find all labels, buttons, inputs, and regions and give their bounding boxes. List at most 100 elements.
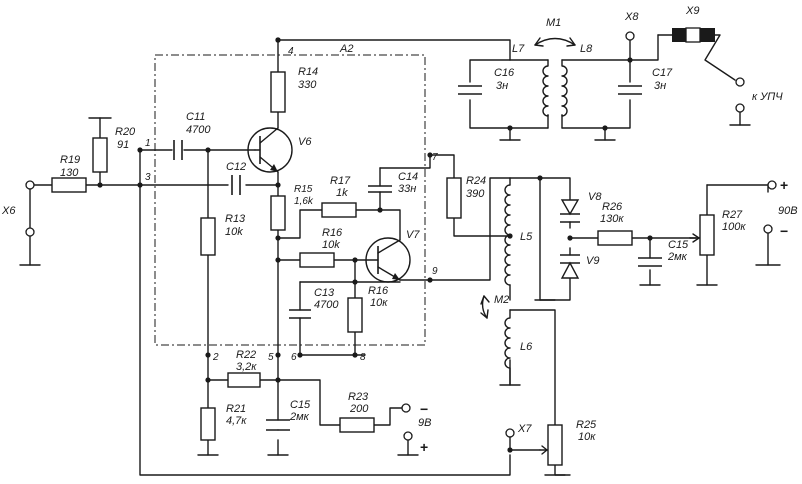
- r16b-value: 10к: [370, 297, 388, 309]
- r22-value: 3,2к: [236, 361, 257, 373]
- 9v-minus-terminal: [401, 403, 411, 413]
- r27-value: 100к: [722, 221, 746, 233]
- resistor-r15: R15 1,6k: [270, 184, 314, 231]
- inductor-l6: L6: [499, 309, 533, 386]
- inductor-l7: L7: [512, 43, 549, 117]
- r23-value: 200: [349, 403, 369, 415]
- c15a-value: 2мк: [289, 411, 310, 423]
- terminals: [25, 31, 777, 451]
- resistor-r26: R26 130к: [597, 201, 633, 246]
- r17-name: R17: [330, 175, 351, 187]
- pin-9: 9: [432, 266, 438, 277]
- 90v-plus-terminal: [767, 180, 777, 190]
- resistor-r16b: R16 10к: [347, 285, 389, 333]
- x6-label: X6: [1, 205, 16, 217]
- r19-name: R19: [60, 154, 80, 166]
- 9v-label: 9В: [418, 417, 431, 429]
- capacitor-c12: C12: [226, 161, 246, 195]
- x8-terminal: [625, 31, 635, 41]
- r13-value: 10k: [225, 226, 243, 238]
- r16b-name: R16: [368, 285, 389, 297]
- capacitor-c17: C17 3н: [618, 67, 673, 95]
- connector-x9: X9: [672, 5, 715, 43]
- x7-label: X7: [517, 423, 532, 435]
- c14-name: C14: [398, 171, 418, 183]
- m2-label: M2: [494, 294, 509, 306]
- capacitor-c14: C14 33н: [368, 171, 418, 195]
- resistor-r23: R23 200: [339, 391, 375, 433]
- inductor-l8: L8: [561, 43, 593, 117]
- potentiometer-r27: R27 100к: [689, 209, 746, 256]
- resistor-r19: R19 130: [51, 154, 87, 193]
- resistor-r22: R22 3,2к: [227, 349, 261, 388]
- r25-name: R25: [576, 419, 597, 431]
- l5-label: L5: [520, 231, 533, 243]
- 9v-minus-sign: −: [420, 401, 428, 417]
- r26-name: R26: [602, 201, 623, 213]
- x6-terminal: [25, 180, 35, 190]
- output-label: к УПЧ: [752, 91, 783, 103]
- r24-value: 390: [466, 188, 485, 200]
- v9-label: V9: [586, 255, 599, 267]
- diode-v9: V9: [560, 254, 599, 279]
- pin-5: 5: [268, 352, 274, 363]
- resistor-r24: R24 390: [446, 175, 486, 219]
- diode-v8: V8: [560, 191, 602, 223]
- c17-value: 3н: [654, 80, 666, 92]
- r23-name: R23: [348, 391, 369, 403]
- pin-2: 2: [212, 352, 219, 363]
- l8-label: L8: [580, 43, 593, 55]
- r27-name: R27: [722, 209, 743, 221]
- c11-name: C11: [186, 111, 205, 123]
- l7-label: L7: [512, 43, 525, 55]
- v7-label: V7: [406, 229, 420, 241]
- r17-value: 1k: [336, 187, 348, 199]
- resistor-r14: R14 330: [270, 66, 318, 113]
- pin-numbers: 1 2 3 4 5 6 7 8 9: [145, 46, 438, 363]
- r21-value: 4,7к: [226, 415, 247, 427]
- resistor-r17: R17 1k: [321, 175, 357, 218]
- c15b-value: 2мк: [667, 251, 688, 263]
- coupling-m1: M1: [534, 17, 576, 47]
- module-a2-label: A2: [339, 43, 353, 55]
- inductor-l5: L5: [504, 177, 533, 301]
- c16-name: C16: [494, 67, 515, 79]
- r16a-value: 10k: [322, 239, 340, 251]
- r26-value: 130к: [600, 213, 624, 225]
- 90v-minus-sign: −: [780, 223, 788, 239]
- transistor-v6: V6: [247, 127, 312, 173]
- r14-name: R14: [298, 66, 318, 78]
- capacitor-c13: C13 4700: [289, 287, 339, 319]
- capacitor-c11: C11 4700: [173, 111, 211, 160]
- coupling-m2: M2: [480, 294, 509, 319]
- junction-dots: [97, 37, 653, 453]
- l6-label: L6: [520, 341, 533, 353]
- c15a-name: C15: [290, 399, 311, 411]
- r25-value: 10к: [578, 431, 596, 443]
- c15b-name: C15: [668, 239, 689, 251]
- pin-1: 1: [145, 138, 151, 149]
- potentiometer-r25: R25 10к: [539, 419, 597, 466]
- pin-8: 8: [360, 352, 366, 363]
- c16-value: 3н: [496, 80, 508, 92]
- wiring: [19, 34, 781, 476]
- capacitor-c15b: C15 2мк: [638, 239, 689, 267]
- r20-value: 91: [117, 139, 129, 151]
- c13-value: 4700: [314, 299, 339, 311]
- module-a2-boundary: [154, 54, 426, 346]
- pin-6: 6: [291, 352, 297, 363]
- r19-value: 130: [60, 167, 79, 179]
- r13-name: R13: [225, 213, 246, 225]
- c13-name: C13: [314, 287, 335, 299]
- 90v-minus-terminal: [763, 224, 773, 234]
- r16a-name: R16: [322, 227, 343, 239]
- resistor-r16a: R16 10k: [299, 227, 343, 268]
- capacitor-c15a: C15 2мк: [266, 399, 311, 431]
- c11-value: 4700: [186, 124, 211, 136]
- resistor-r13: R13 10k: [200, 213, 246, 256]
- r24-name: R24: [466, 175, 486, 187]
- 9v-plus-sign: +: [420, 439, 428, 455]
- r14-value: 330: [298, 79, 317, 91]
- transistor-v7: V7: [365, 229, 420, 283]
- capacitor-c16: C16 3н: [458, 67, 515, 95]
